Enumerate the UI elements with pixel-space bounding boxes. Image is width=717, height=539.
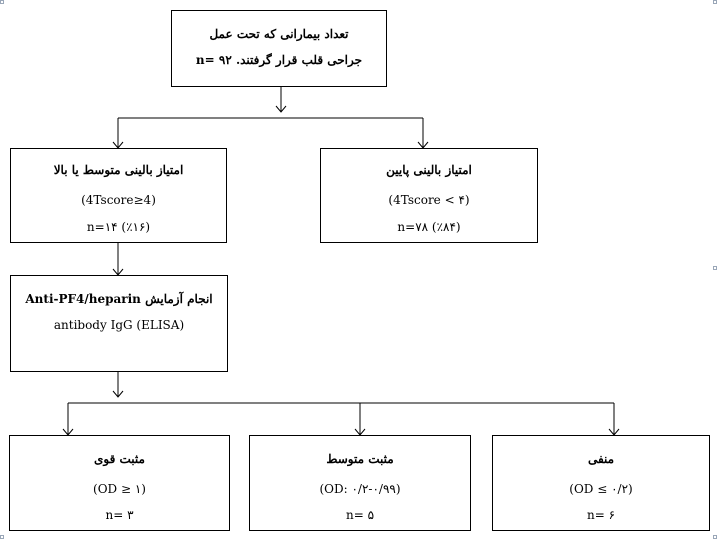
resize-handle-right-mid[interactable] <box>713 266 717 270</box>
strong-positive-count: n= ۳ <box>105 508 134 522</box>
total-patients-box[interactable]: تعداد بیمارانی که تحت عمل جراحی قلب قرار… <box>171 10 387 87</box>
resize-handle-left-bottom[interactable] <box>0 535 4 539</box>
resize-handle-right-bottom[interactable] <box>713 535 717 539</box>
negative-od: (OD ≤ ۰/۲) <box>569 482 633 496</box>
negative-count: n= ۶ <box>586 508 616 522</box>
moderate-positive-title: مثبت متوسط <box>326 452 394 466</box>
low-score-count: n=۷۸ (٪۸۴) <box>397 220 461 234</box>
elisa-test-line2: antibody IgG (ELISA) <box>53 318 185 332</box>
intermediate-high-score-box[interactable]: امتیاز بالینی متوسط یا بالا (4Tscore≥4) … <box>10 148 227 243</box>
intermediate-high-count: n=۱۴ (٪۱۶) <box>86 220 151 234</box>
low-score-criteria: (4Tscore < ۴) <box>388 193 470 207</box>
intermediate-high-criteria: (4Tscore≥4) <box>81 193 156 207</box>
strong-positive-title: مثبت قوی <box>94 452 145 466</box>
elisa-test-line1: انجام آزمایش Anti-PF4/heparin <box>25 292 213 306</box>
resize-handle-left-mid[interactable] <box>0 0 4 4</box>
moderate-positive-count: n= ۵ <box>345 508 375 522</box>
low-score-title: امتیاز بالینی پایین <box>386 163 472 177</box>
resize-handle-right-top[interactable] <box>713 0 717 4</box>
elisa-test-box[interactable]: انجام آزمایش Anti-PF4/heparin antibody I… <box>10 275 228 372</box>
total-patients-line1: تعداد بیمارانی که تحت عمل <box>209 27 349 41</box>
strong-positive-box[interactable]: مثبت قوی (OD ≥ ۱) n= ۳ <box>9 435 230 531</box>
total-patients-line2: جراحی قلب قرار گرفتند. n= ۹۲ <box>195 53 363 67</box>
strong-positive-od: (OD ≥ ۱) <box>93 482 146 496</box>
moderate-positive-box[interactable]: مثبت متوسط (OD: ۰/۲-۰/۹۹) n= ۵ <box>249 435 471 531</box>
negative-title: منفی <box>587 452 615 466</box>
negative-box[interactable]: منفی (OD ≤ ۰/۲) n= ۶ <box>492 435 710 531</box>
intermediate-high-title: امتیاز بالینی متوسط یا بالا <box>53 163 184 177</box>
moderate-positive-od: (OD: ۰/۲-۰/۹۹) <box>319 482 401 496</box>
low-score-box[interactable]: امتیاز بالینی پایین (4Tscore < ۴) n=۷۸ (… <box>320 148 538 243</box>
